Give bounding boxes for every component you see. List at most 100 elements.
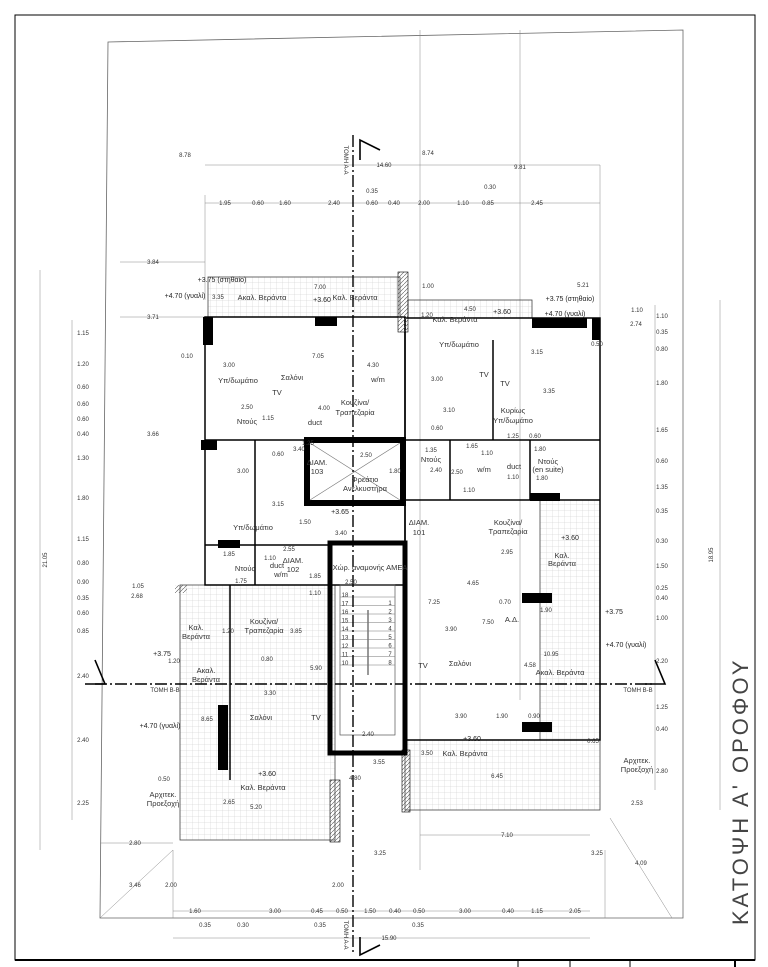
- level-marker: +3.75 (στηθαίο): [198, 276, 247, 284]
- dimension-label: 0.60: [529, 434, 541, 440]
- dimension-label: 0.30: [237, 923, 249, 929]
- room-label: Αρχιτεκ.: [149, 790, 176, 799]
- section-lines: [95, 135, 655, 955]
- dimension-label: 2.40: [362, 732, 374, 738]
- room-label: Καλ. Βεράντα: [442, 749, 488, 758]
- dimension-label: 0.85: [77, 629, 89, 635]
- dimension-label: 2.00: [332, 883, 344, 889]
- room-label: Τραπεζαρία: [335, 408, 375, 417]
- dimension-label: 3.15: [272, 502, 284, 508]
- dimension-label: 2.50: [345, 580, 357, 586]
- dimension-label: 0.60: [656, 459, 668, 465]
- section-a-label-bottom: ΤΟΜΗ Α-Α: [342, 921, 348, 950]
- dimension-label: 1.80: [534, 447, 546, 453]
- dimension-label: 3.90: [455, 714, 467, 720]
- dimension-label: 1.10: [264, 556, 276, 562]
- room-label: 103: [311, 467, 324, 476]
- dimension-label: 1.00: [656, 616, 668, 622]
- dimension-label: 4.30: [367, 363, 379, 369]
- dimension-label: 0.60: [77, 417, 89, 423]
- dimension-label: 1.50: [299, 520, 311, 526]
- dimension-label: 1.85: [309, 574, 321, 580]
- dimension-label: 0.90: [77, 580, 89, 586]
- level-marker: +3.65: [331, 509, 349, 516]
- dimension-label: 3.00: [237, 469, 249, 475]
- dimension-label: 0.40: [656, 596, 668, 602]
- dimension-label: 15.90: [381, 936, 397, 942]
- dimension-label: 1.10: [463, 488, 475, 494]
- dimension-label: 2.80: [656, 769, 668, 775]
- dimension-label: 7.05: [312, 354, 324, 360]
- verandas: [179, 276, 601, 841]
- room-label: TV: [272, 388, 282, 397]
- dimension-label: 0.90: [528, 714, 540, 720]
- dimension-label: 0.10: [181, 354, 193, 360]
- dimension-label: 2.40: [328, 201, 340, 207]
- room-label: Κουζίνα/: [494, 518, 523, 527]
- dimension-label: 0.60: [366, 201, 378, 207]
- section-a-label: ΤΟΜΗ Α-Α: [342, 146, 348, 175]
- dimension-label: 0.40: [502, 909, 514, 915]
- section-markers: [85, 138, 667, 957]
- dimension-label: 1.60: [279, 201, 291, 207]
- dimension-label: 2.74: [630, 322, 642, 328]
- site-boundary: [99, 29, 684, 919]
- stair-step-number: 18: [342, 593, 349, 599]
- room-label: w/m: [476, 465, 491, 474]
- room-label: Υπ/δωμάτιο: [439, 340, 479, 349]
- drawing-title: ΚΑΤΟΨΗ Α' ΟΡΟΦΟΥ: [728, 657, 753, 925]
- dimension-label: 0.85: [482, 201, 494, 207]
- room-label: Βεράντα: [548, 559, 577, 568]
- room-label: Υπ/δωμάτιο: [233, 523, 273, 532]
- level-marker: +3.60: [493, 309, 511, 316]
- dimension-label: 3.10: [443, 408, 455, 414]
- room-label: Φρεάτιο: [352, 475, 379, 484]
- dimension-label: 2.50: [360, 453, 372, 459]
- dimension-label: 1.25: [507, 434, 519, 440]
- dimension-label: 2.40: [77, 738, 89, 744]
- stair-step-number: 12: [342, 644, 349, 650]
- dimension-label: 7.50: [482, 620, 494, 626]
- dimension-label: 1.10: [656, 314, 668, 320]
- room-label: TV: [500, 379, 510, 388]
- stair-step-number: 3: [388, 618, 392, 624]
- dimension-label: 2.00: [165, 883, 177, 889]
- level-marker: +3.60: [463, 736, 481, 743]
- dimension-label: 1.00: [422, 284, 434, 290]
- stair-step-number: 17: [342, 602, 349, 608]
- dimension-label: 4.00: [318, 406, 330, 412]
- bearing-walls: [175, 271, 600, 843]
- room-label: Σαλόνι: [449, 659, 472, 668]
- room-label: Προεξοχή: [147, 799, 179, 808]
- total-height-right: 18.95: [709, 547, 715, 563]
- room-label: Σαλόνι: [250, 713, 273, 722]
- dimension-label: 1.30: [77, 456, 89, 462]
- dimension-label: 7.00: [314, 285, 326, 291]
- stair-core: [327, 540, 408, 756]
- dimension-label: 3.40: [293, 447, 305, 453]
- dimension-label: 0.60: [431, 426, 443, 432]
- level-marker: +3.75: [605, 609, 623, 616]
- dimension-label: 5.20: [250, 805, 262, 811]
- dimension-label: 0.35: [199, 923, 211, 929]
- dimension-label: 0.35: [77, 596, 89, 602]
- room-label: Καλ.: [554, 551, 569, 560]
- dimension-label: 5.21: [577, 283, 589, 289]
- dimension-label: 1.10: [309, 591, 321, 597]
- stair-step-number: 16: [342, 610, 349, 616]
- stair-step-number: 1: [388, 601, 392, 607]
- dimension-label: 1.80: [536, 476, 548, 482]
- room-label: w/m: [370, 375, 385, 384]
- stair-step-number: 7: [388, 652, 392, 658]
- level-marker: +4.70 (γυαλί): [140, 722, 181, 730]
- room-label: Βεράντα: [192, 675, 221, 684]
- level-marker: +4.70 (γυαλί): [165, 292, 206, 300]
- dimension-label: 1.05: [132, 584, 144, 590]
- dimension-label: 2.53: [631, 801, 643, 807]
- dimension-label: 1.65: [656, 428, 668, 434]
- room-label: w/m: [273, 570, 288, 579]
- dimension-label: 3.84: [147, 260, 159, 266]
- room-label: Υπ/δωμάτιο: [493, 416, 533, 425]
- room-label: Τραπεζαρία: [244, 626, 284, 635]
- stair-step-number: 15: [342, 619, 349, 625]
